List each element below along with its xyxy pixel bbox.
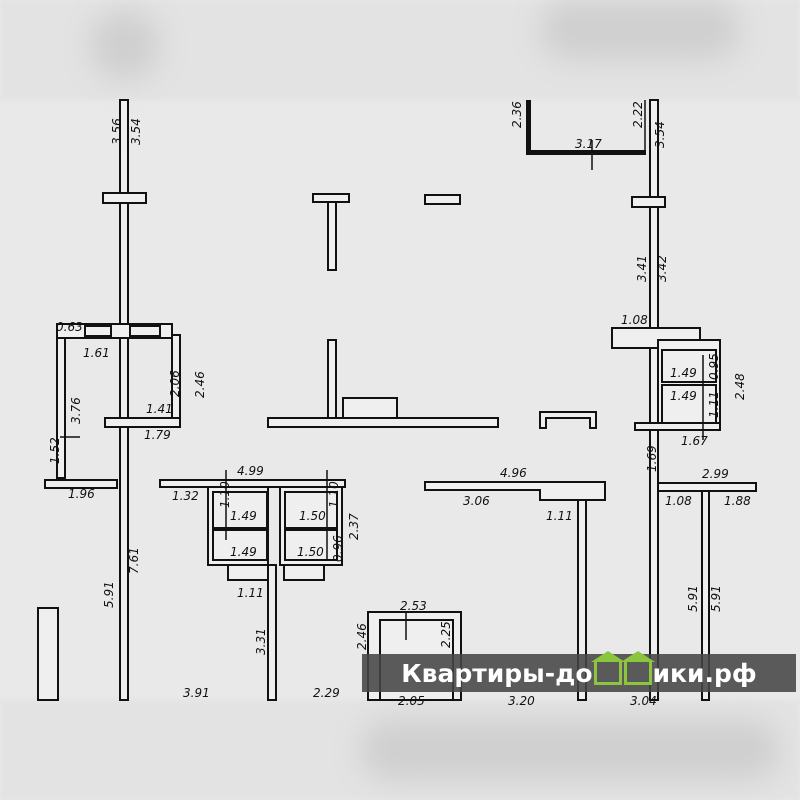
dim-label: 1.50: [297, 545, 324, 559]
watermark-text-start: Квартиры-до: [401, 658, 593, 688]
dim-label: 5.91: [686, 585, 700, 612]
watermark: Квартиры-до ики.рф: [362, 650, 796, 692]
dim-label: 5.91: [709, 585, 723, 612]
dimension-ticks: [60, 140, 704, 640]
dim-label: 1.49: [230, 545, 257, 559]
dim-label: 1.11: [707, 391, 721, 418]
dim-label: 2.25: [439, 621, 453, 648]
dim-label: 3.31: [254, 628, 268, 655]
dim-label: 1.32: [172, 489, 199, 503]
walls: [37, 99, 757, 701]
dim-label: 3.17: [575, 137, 602, 151]
dim-label: 1.49: [670, 366, 697, 380]
dim-label: 1.88: [724, 494, 751, 508]
dim-label: 1.67: [681, 434, 708, 448]
dim-label: 2.36: [510, 101, 524, 128]
house-icon: [620, 650, 655, 685]
dim-label: 1.11: [546, 509, 573, 523]
dim-label: 3.54: [653, 121, 667, 148]
dim-label: 1.10: [327, 481, 341, 508]
dim-label: 1.49: [230, 509, 257, 523]
dim-label: 1.08: [621, 313, 648, 327]
dim-label: 1.41: [146, 402, 173, 416]
dim-label: 3.06: [463, 494, 490, 508]
dim-label: 0.63: [56, 320, 83, 334]
dim-label: 3.91: [183, 686, 210, 700]
blurred-bottom-band: [0, 700, 800, 800]
dim-label: 5.91: [102, 581, 116, 608]
blurred-top-band: [0, 0, 800, 100]
dim-label: 2.37: [347, 513, 361, 540]
dimension-labels: 3.56 3.54 2.36 2.22 3.17 3.54 3.41 3.42 …: [48, 101, 751, 708]
dim-label: 3.76: [69, 397, 83, 424]
dim-label: 2.06: [168, 370, 182, 397]
dim-label: 3.56: [110, 118, 124, 145]
dim-label: 2.99: [702, 467, 729, 481]
dim-label: 2.48: [733, 373, 747, 400]
dim-label: 4.96: [500, 466, 527, 480]
dim-label: 4.99: [237, 464, 264, 478]
dim-label: 3.41: [635, 255, 649, 282]
dim-label: 1.11: [237, 586, 264, 600]
dim-label: 0.96: [331, 535, 345, 562]
dim-label: 1.50: [299, 509, 326, 523]
dim-label: 1.61: [83, 346, 110, 360]
dim-label: 3.04: [630, 694, 657, 708]
dim-label: 3.54: [129, 118, 143, 145]
dim-label: 1.08: [665, 494, 692, 508]
watermark-text-end: ики.рф: [652, 658, 757, 688]
dim-label: 3.20: [508, 694, 535, 708]
dim-label: 2.29: [313, 686, 340, 700]
dim-label: 2.22: [631, 101, 645, 128]
dim-label: 2.05: [398, 694, 425, 708]
dim-label: 0.95: [707, 353, 721, 380]
dim-label: 1.96: [68, 487, 95, 501]
house-icon: [590, 650, 625, 685]
dim-label: 2.53: [400, 599, 427, 613]
dim-label: 7.61: [127, 547, 141, 574]
dim-label: 1.52: [48, 437, 62, 464]
dim-label: 3.42: [655, 255, 669, 282]
dim-label: 1.79: [144, 428, 171, 442]
dim-label: 2.46: [355, 623, 369, 650]
dim-label: 1.69: [645, 445, 659, 472]
dim-label: 1.49: [670, 389, 697, 403]
dim-label: 1.10: [218, 481, 232, 508]
dim-label: 2.46: [193, 371, 207, 398]
